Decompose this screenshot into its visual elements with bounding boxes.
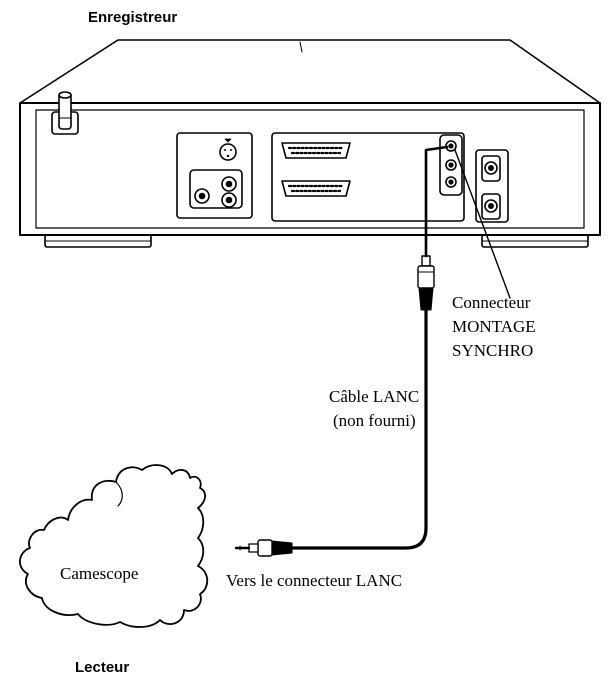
- vcr-top-panel: [19, 39, 601, 104]
- rf-panel: [475, 149, 509, 223]
- connector-label-line3: SYNCHRO: [452, 341, 534, 360]
- connector-leader-line: [454, 149, 511, 299]
- camcorder-label: Camescope: [60, 564, 139, 583]
- av-connector-panel: [176, 132, 253, 219]
- audio-jack-r: [221, 192, 237, 208]
- recorder-title: Enregistreur: [88, 9, 178, 26]
- cable-plug-top: [417, 238, 435, 311]
- video-jack: [194, 188, 210, 204]
- rf-in-jack: [484, 161, 498, 175]
- edit-jack-housing: [439, 134, 463, 196]
- to-lanc-connector-label: Vers le connecteur LANC: [226, 571, 403, 590]
- scart-panel: [271, 132, 465, 222]
- connector-label-line1: Connecteur: [452, 293, 531, 312]
- scart-connector-2: [281, 180, 351, 197]
- audio-jack-l: [221, 176, 237, 192]
- cable-label-line2: (non fourni): [333, 411, 416, 430]
- rf-out-jack: [484, 199, 498, 213]
- s-video-jack: [219, 143, 237, 161]
- vcr-recorder: [19, 39, 601, 248]
- scart-connector-1: [281, 142, 351, 159]
- antenna-post: [51, 91, 79, 135]
- connector-label-line2: MONTAGE: [452, 317, 536, 336]
- player-title: Lecteur: [75, 659, 130, 676]
- cable-plug-bottom: [234, 539, 293, 557]
- cable-label-line1: Câble LANC: [329, 387, 420, 406]
- lanc-cable: [234, 145, 449, 557]
- camcorder-outline: [19, 464, 209, 628]
